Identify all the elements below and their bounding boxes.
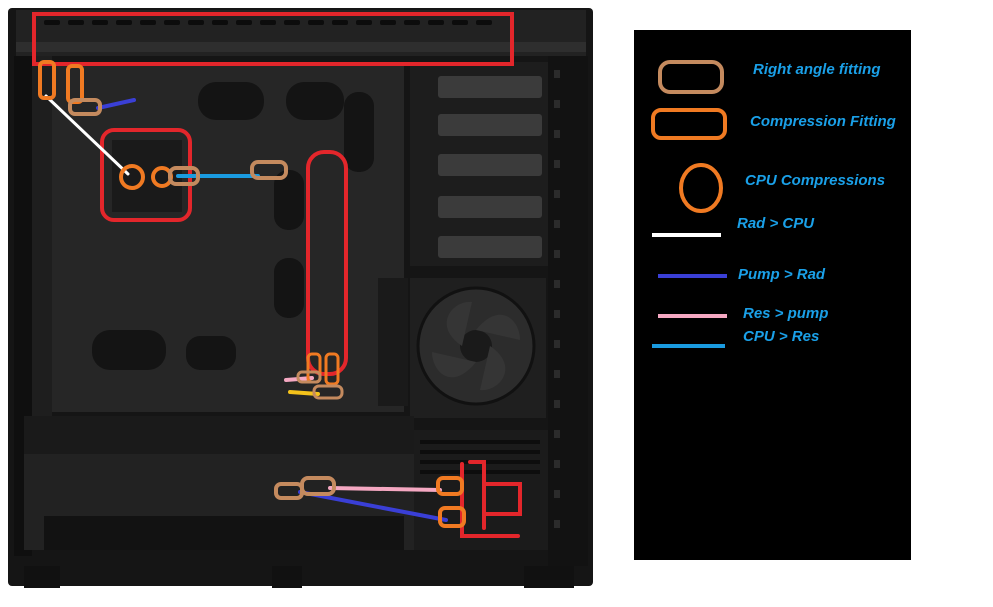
right-angle-fitting bbox=[312, 384, 344, 400]
legend-label-compression: Compression Fitting bbox=[750, 113, 896, 130]
radiator-outline bbox=[32, 12, 514, 66]
tube-res-pump bbox=[328, 486, 442, 492]
legend-symbol-right-angle bbox=[658, 60, 724, 94]
legend-label-pump-rad: Pump > Rad bbox=[738, 266, 826, 283]
compression-fitting bbox=[436, 476, 464, 496]
legend-label-rad-cpu: Rad > CPU bbox=[737, 215, 815, 232]
compression-fitting bbox=[38, 60, 56, 100]
pc-case-photo bbox=[8, 8, 593, 588]
drive-bays bbox=[438, 76, 542, 258]
right-angle-fitting bbox=[300, 476, 336, 496]
legend-panel bbox=[634, 30, 911, 560]
case-fan-icon bbox=[416, 286, 536, 406]
legend-symbol-compression bbox=[651, 108, 727, 140]
compression-fitting bbox=[324, 352, 340, 386]
legend: Right angle fitting Compression Fitting … bbox=[634, 30, 911, 560]
tube-pump-rad-top bbox=[96, 98, 136, 110]
right-angle-fitting bbox=[250, 160, 288, 180]
annotations bbox=[32, 12, 522, 538]
case-foot-center bbox=[272, 566, 302, 588]
right-angle-fitting bbox=[296, 370, 322, 384]
right-angle-fitting bbox=[68, 98, 102, 116]
legend-label-cpu: CPU Compressions bbox=[745, 172, 885, 189]
tube-rad-cpu bbox=[44, 94, 130, 176]
legend-label-cpu-res: CPU > Res bbox=[743, 328, 819, 345]
compression-fitting bbox=[438, 506, 466, 528]
right-angle-fitting bbox=[168, 166, 200, 186]
psu-shroud bbox=[24, 416, 414, 454]
legend-label-res-pump: Res > pump bbox=[743, 305, 828, 322]
tube-pump-rad-bottom bbox=[298, 490, 448, 522]
legend-label-right-angle: Right angle fitting bbox=[753, 61, 880, 78]
cpu-compression bbox=[119, 164, 145, 190]
top-vent-slots bbox=[44, 20, 492, 25]
case-foot-left bbox=[24, 566, 60, 588]
legend-symbol-cpu bbox=[679, 163, 723, 213]
case-foot-right bbox=[524, 566, 574, 588]
